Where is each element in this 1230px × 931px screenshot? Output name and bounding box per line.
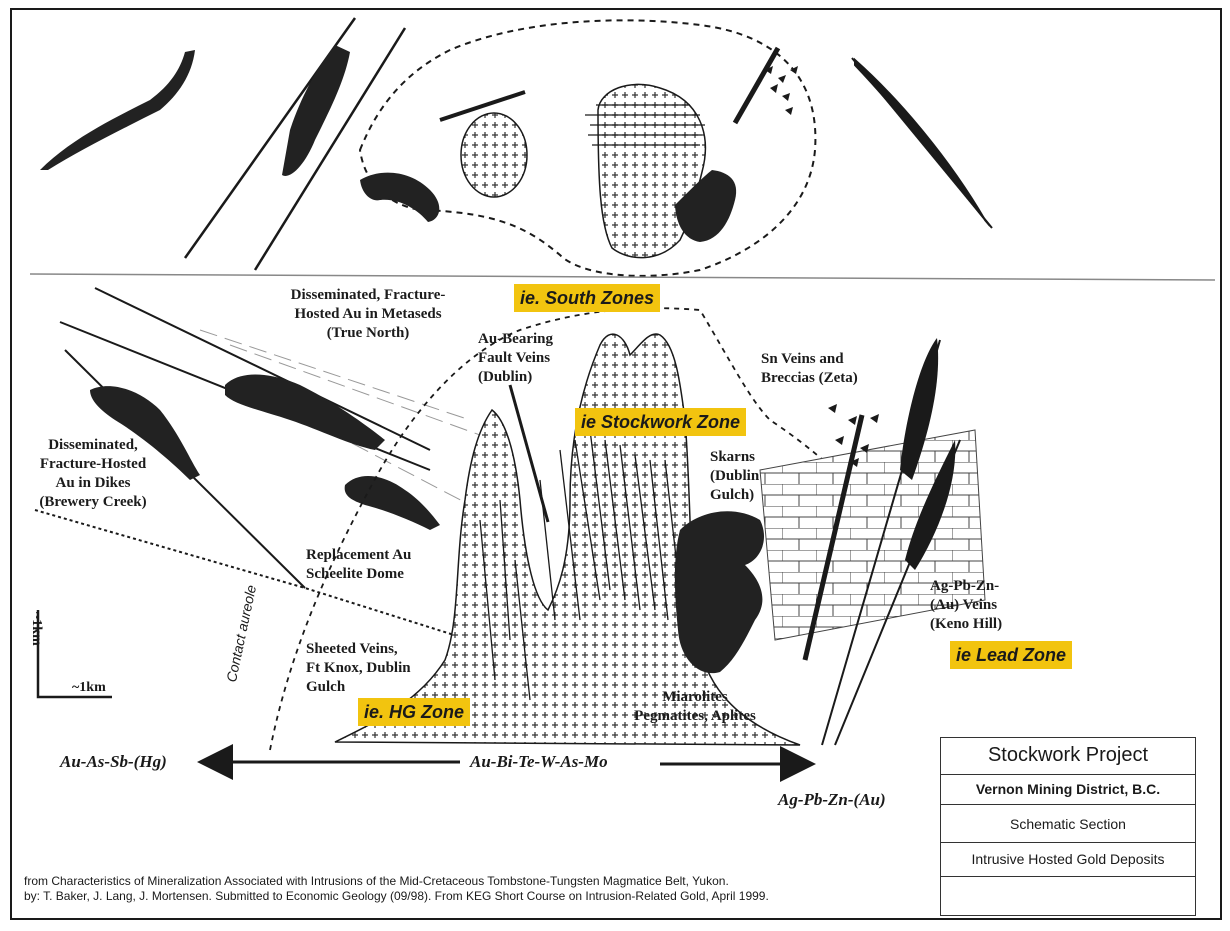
zone-hg: ie. HG Zone (358, 698, 470, 726)
label-keno-hill: Ag-Pb-Zn- (Au) Veins (Keno Hill) (930, 577, 1002, 634)
scale-label-horizontal: ~1km (72, 680, 106, 696)
axis-label-left: Au-As-Sb-(Hg) (60, 752, 167, 772)
label-skarns: Skarns (Dublin Gulch) (710, 448, 759, 505)
label-zeta: Sn Veins and Breccias (Zeta) (761, 350, 858, 388)
south-zone-outline (360, 20, 815, 276)
upper-plan-view (40, 18, 992, 276)
scale-label-vertical: ~1km (28, 612, 44, 646)
label-sheeted-veins: Sheeted Veins, Ft Knox, Dublin Gulch (306, 640, 411, 697)
upper-right-fault (852, 58, 992, 228)
source-credit: from Characteristics of Mineralization A… (24, 874, 769, 904)
upper-crescent (360, 173, 439, 222)
skarn-body (675, 511, 764, 673)
label-true-north: Disseminated, Fracture- Hosted Au in Met… (258, 286, 478, 343)
label-miarolites: Miarolites Pegmatites, Aplites (600, 688, 790, 726)
title-block-project: Stockwork Project (941, 738, 1195, 775)
upper-stock-small (461, 113, 527, 197)
label-dublin-fault: Au-Bearing Fault Veins (Dublin) (478, 330, 553, 387)
zone-south: ie. South Zones (514, 284, 660, 312)
title-block-district: Vernon Mining District, B.C. (941, 775, 1195, 805)
title-block-deposits: Intrusive Hosted Gold Deposits (941, 843, 1195, 877)
zone-stockwork: ie Stockwork Zone (575, 408, 746, 436)
title-block: Stockwork Project Vernon Mining District… (940, 737, 1196, 916)
true-north-ore (225, 374, 385, 450)
upper-breccia-triangles (765, 66, 798, 115)
ore-body-upper-left (40, 50, 195, 170)
axis-label-right: Ag-Pb-Zn-(Au) (778, 790, 886, 810)
zone-lead: ie Lead Zone (950, 641, 1072, 669)
scheelite-ore (345, 476, 440, 530)
ore-body-upper-fault (282, 45, 350, 176)
label-scheelite: Replacement Au Scheelite Dome (306, 546, 411, 584)
upper-tin-vein (735, 48, 778, 123)
title-block-section: Schematic Section (941, 805, 1195, 843)
label-brewery-creek: Disseminated, Fracture-Hosted Au in Dike… (18, 436, 168, 512)
axis-label-center: Au-Bi-Te-W-As-Mo (470, 752, 608, 772)
